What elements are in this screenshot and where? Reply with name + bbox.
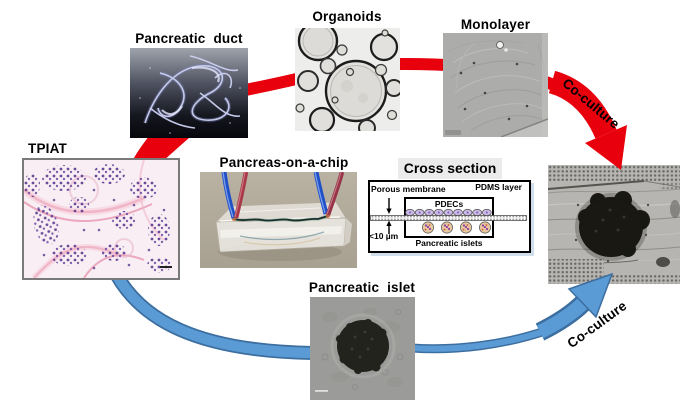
red-coculture-arrow <box>548 70 617 139</box>
coculture-result-image <box>548 165 680 284</box>
pancreatic-islet-label: Pancreatic islet <box>308 280 416 295</box>
porous-membrane-label: Porous membrane <box>371 184 446 194</box>
pdms-layer-label: PDMS layer <box>475 181 522 192</box>
islet-cells <box>422 221 491 234</box>
organoids-image <box>295 28 400 131</box>
islet-scale-bar <box>315 390 328 392</box>
tpiat-label: TPIAT <box>28 141 67 156</box>
organoids-label: Organoids <box>312 9 382 24</box>
monolayer-image <box>443 33 548 137</box>
pdecs-label: PDECs <box>434 198 464 209</box>
pdec-cells <box>405 209 492 216</box>
pancreas-chip-photo <box>200 172 357 268</box>
monolayer-label: Monolayer <box>460 17 531 32</box>
tpiat-histology-image <box>22 158 180 280</box>
cross-section-title: Cross section <box>398 158 502 179</box>
cross-section-drawing <box>370 197 527 238</box>
pancreatic-islet-image <box>310 297 415 400</box>
pancreatic-islets-label: Pancreatic islets <box>415 238 483 248</box>
pore-size-label: <10 µm <box>369 231 399 241</box>
pancreatic-duct-image <box>130 48 248 138</box>
cross-section-panel: Cross section <box>368 158 534 258</box>
pancreas-chip-label: Pancreas-on-a-chip <box>219 155 349 170</box>
pancreatic-duct-label: Pancreatic duct <box>135 31 243 46</box>
coculture-bottom-label: Co-culture <box>564 298 630 351</box>
tpiat-scale-bar <box>160 266 172 268</box>
coculture-top-label: Co-culture <box>559 75 623 132</box>
